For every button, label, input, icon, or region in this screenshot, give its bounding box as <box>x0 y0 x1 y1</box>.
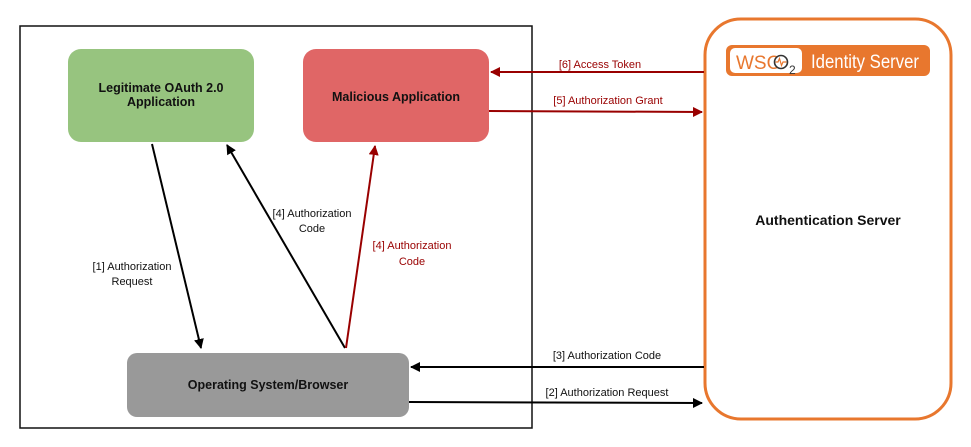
edge-6-label: [6] Access Token <box>559 59 641 71</box>
edge-4-legit-label-line1: [4] Authorization <box>273 208 352 220</box>
edge-4-malicious-label-line2: Code <box>399 256 425 268</box>
legitimate-app-box <box>68 49 254 142</box>
browser-label: Operating System/Browser <box>188 378 349 392</box>
edge-4-legit-label-line2: Code <box>299 223 325 235</box>
client-boundary <box>19 25 533 429</box>
edge-1-line <box>151 143 204 349</box>
browser-node[interactable]: Operating System/Browser <box>127 353 409 417</box>
edge-2-label: [2] Authorization Request <box>546 387 669 399</box>
edge-5-line <box>488 106 703 117</box>
auth-server-node[interactable]: WSO 2 Identity Server Authentication Ser… <box>703 17 953 421</box>
edge-2-authorization-request: [2] Authorization Request <box>408 387 703 408</box>
edge-4-malicious-label-line1: [4] Authorization <box>373 240 452 252</box>
legitimate-app-label-line2: Application <box>127 95 195 109</box>
malicious-app-label: Malicious Application <box>332 90 460 104</box>
edge-3-label: [3] Authorization Code <box>553 350 661 362</box>
auth-server-label: Authentication Server <box>755 212 901 228</box>
wso2-identity-server-logo: WSO 2 Identity Server <box>726 45 930 77</box>
edge-1-label-line1: [1] Authorization <box>93 261 172 273</box>
edge-5-label: [5] Authorization Grant <box>553 95 662 107</box>
edge-4-legit-line <box>226 144 346 349</box>
edge-1-authorization-request: [1] Authorization Request <box>93 143 204 349</box>
edge-3-authorization-code: [3] Authorization Code <box>410 350 704 372</box>
edge-2-line <box>408 397 703 408</box>
edge-4-malicious-authorization-code: [4] Authorization Code <box>345 145 452 349</box>
malicious-app-box <box>303 49 489 142</box>
logo-product: Identity Server <box>811 52 920 73</box>
logo-brand: WSO <box>736 53 781 74</box>
auth-server-box <box>703 17 953 421</box>
edge-4-malicious-line <box>345 145 379 349</box>
legitimate-app-node[interactable]: Legitimate OAuth 2.0 Application <box>68 49 254 142</box>
edge-1-label-line2: Request <box>112 276 153 288</box>
edge-4-legit-authorization-code: [4] Authorization Code <box>226 144 352 349</box>
browser-box <box>127 353 409 417</box>
logo-subscript: 2 <box>789 63 796 77</box>
malicious-app-node[interactable]: Malicious Application <box>303 49 489 142</box>
edge-5-authorization-grant: [5] Authorization Grant <box>488 95 703 117</box>
legitimate-app-label-line1: Legitimate OAuth 2.0 <box>98 81 223 95</box>
edge-6-access-token: [6] Access Token <box>490 59 704 77</box>
